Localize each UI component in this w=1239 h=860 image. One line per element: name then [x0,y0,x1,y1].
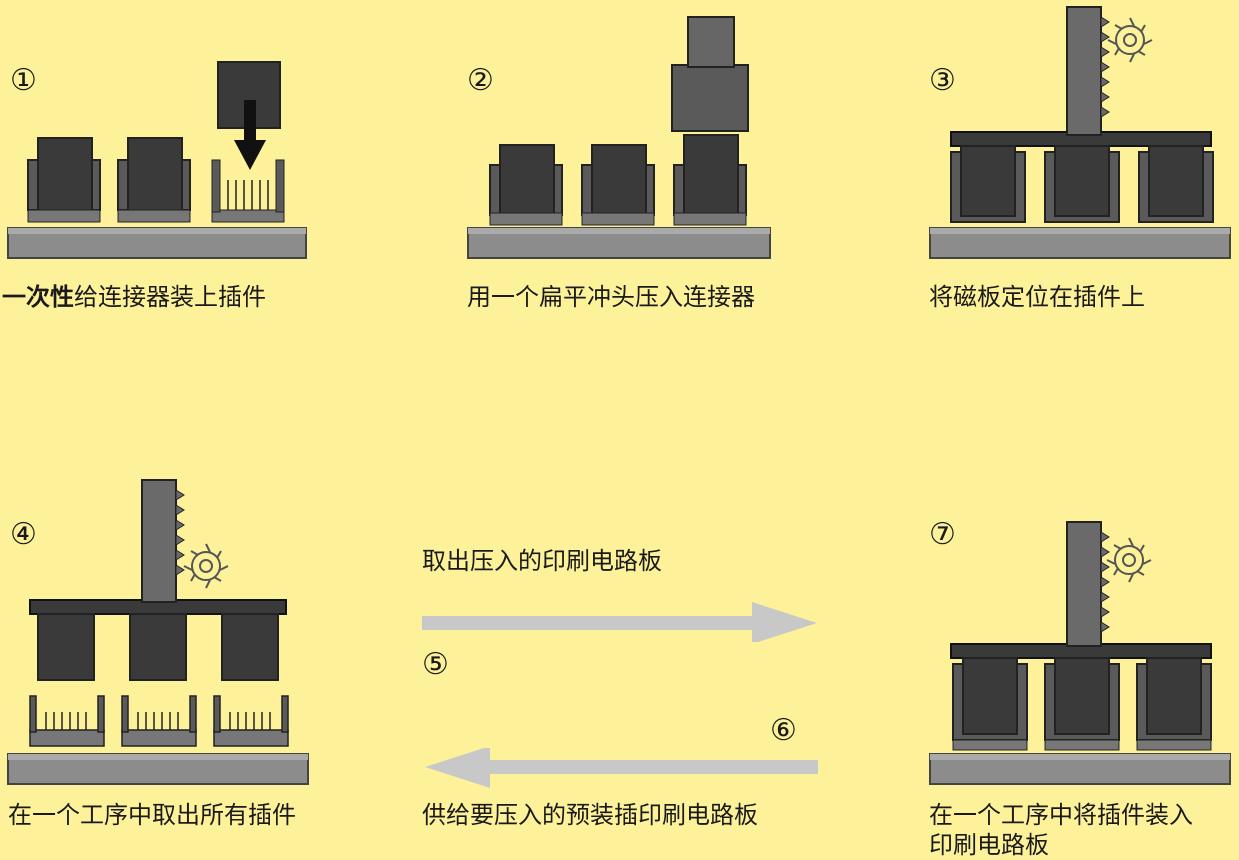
step-6-number: ⑥ [770,713,797,748]
step-3-caption: 将磁板定位在插件上 [929,283,1145,311]
step-7-caption-line1: 在一个工序中将插件装入 [929,801,1193,829]
step-7-illustration [929,521,1231,785]
step-4-illustration [7,479,309,785]
step-3-number: ③ [929,63,956,98]
step-4-caption: 在一个工序中取出所有插件 [8,801,296,829]
step-3-illustration [929,6,1231,259]
step-7-caption-line2: 印刷电路板 [929,831,1049,859]
step-1-caption-rest: 给连接器装上插件 [74,283,266,311]
step-7-caption: 在一个工序中将插件装入 印刷电路板 [929,800,1193,860]
step-7-number: ⑦ [929,517,956,552]
step-1-illustration [7,61,307,259]
step-5-caption: 取出压入的印刷电路板 [422,547,662,575]
step-5-number: ⑤ [422,647,449,682]
step-1-caption-emphasis: 一次性 [2,283,74,311]
arrow-left-icon [425,748,818,788]
step-2-caption: 用一个扁平冲头压入连接器 [467,283,755,311]
step-4-number: ④ [10,517,37,552]
step-2-number: ② [467,63,494,98]
step-2-illustration [467,16,771,259]
step-1-caption: 一次性给连接器装上插件 [2,282,266,312]
arrow-right-icon [422,602,817,642]
step-1-number: ① [10,63,37,98]
step-6-caption: 供给要压入的预装插印刷电路板 [422,801,758,829]
